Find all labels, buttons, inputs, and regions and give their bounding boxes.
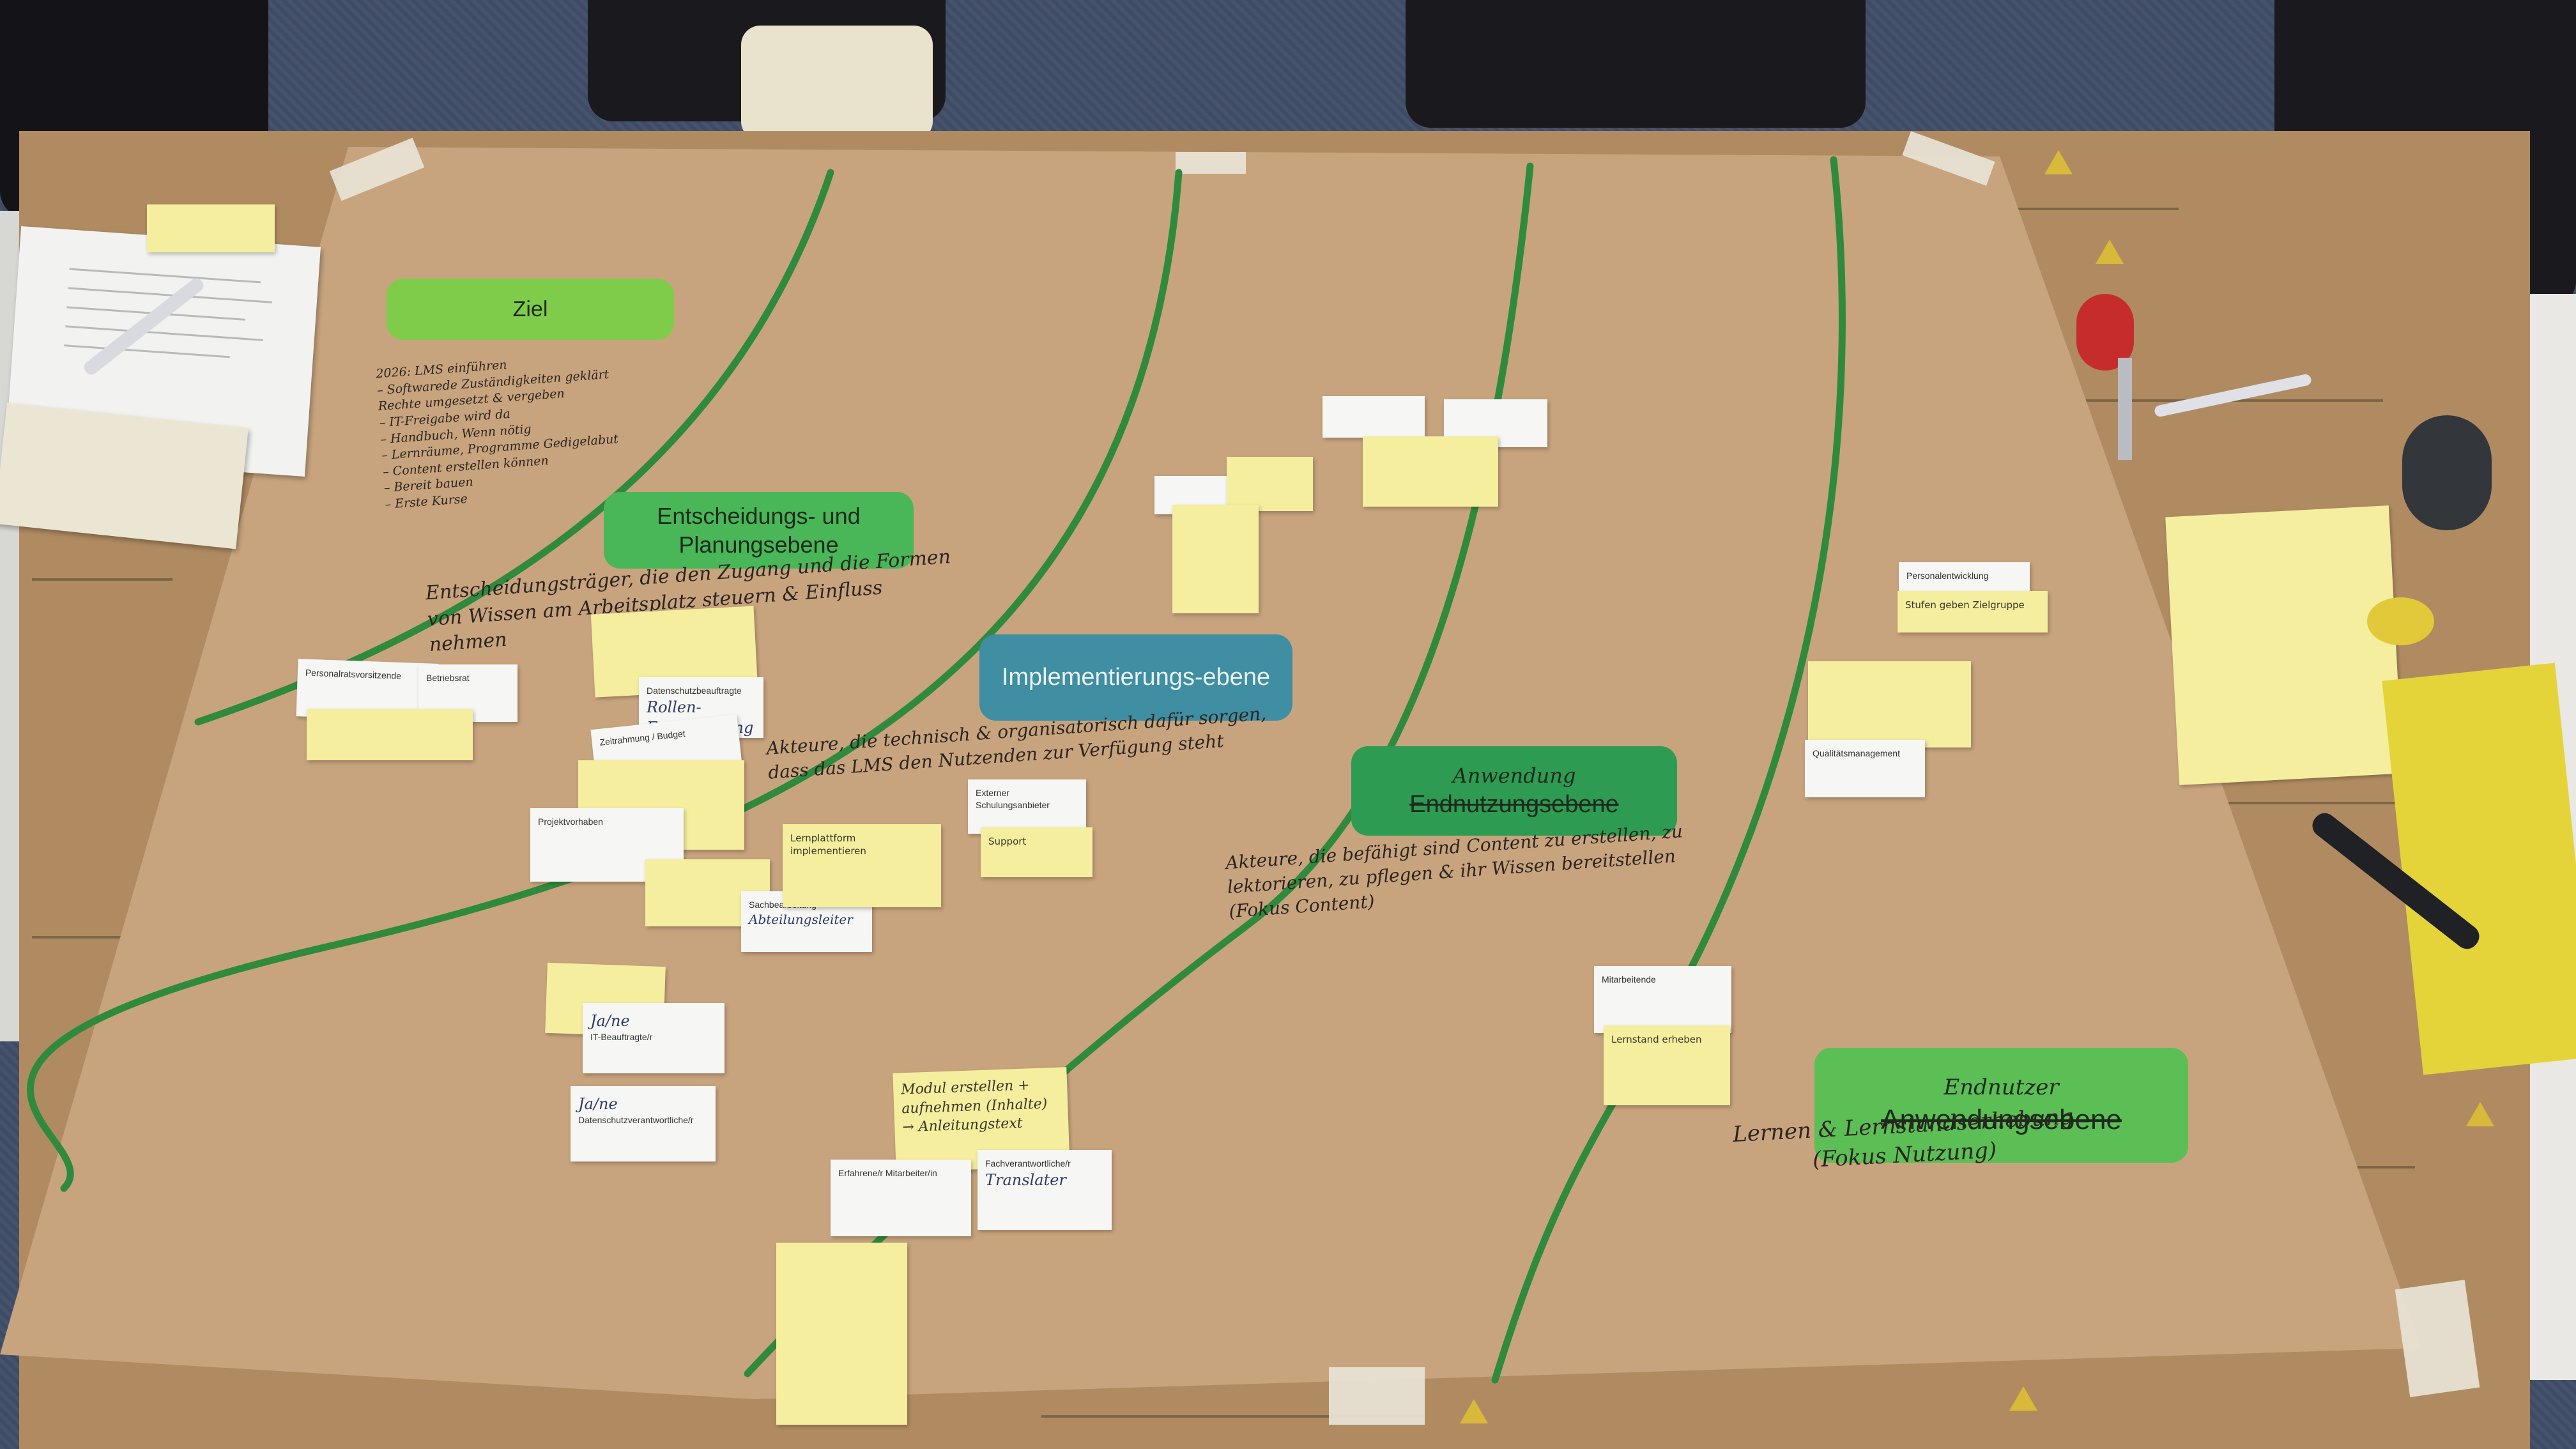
heading-decision-text: Entscheidungs- und Planungsebene bbox=[657, 503, 861, 558]
circuit-trace bbox=[32, 578, 172, 581]
sticky-note-text: Lernplattform implementieren bbox=[790, 832, 866, 857]
role-card: Ja/ne IT-Beauftragte/r bbox=[583, 1003, 724, 1073]
sticky-note-text: Modul erstellen + aufnehmen (Inhalte) → … bbox=[900, 1077, 1048, 1136]
sticky-note-text: Stufen geben Zielgruppe bbox=[1905, 599, 2025, 611]
paper-sheet-small bbox=[0, 402, 249, 549]
role-card-title: Mitarbeitende bbox=[1602, 974, 1656, 985]
heading-goal: Ziel bbox=[387, 279, 674, 340]
circuit-trace bbox=[1041, 1415, 1425, 1418]
role-card-title: Qualitätsmanagement bbox=[1813, 748, 1900, 758]
tape-roll bbox=[2367, 597, 2434, 645]
sticky-note bbox=[307, 709, 473, 760]
role-card-title: Erfahrene/r Mitarbeiter/in bbox=[838, 1168, 937, 1178]
heading-enduser-text: Anwendungsebene bbox=[1881, 1104, 2122, 1136]
role-card-handwriting: Ja/ne bbox=[590, 1012, 630, 1030]
bag bbox=[741, 26, 933, 141]
role-card-title: Fachverantwortliche/r bbox=[985, 1158, 1071, 1169]
separator-line-2 bbox=[27, 169, 1183, 1192]
role-card-title: Betriebsrat bbox=[426, 673, 470, 683]
scissors-blade bbox=[2118, 358, 2132, 460]
computer-mouse bbox=[2402, 415, 2492, 530]
sticky-note-text: Support bbox=[988, 836, 1027, 847]
sticky-note: Stufen geben Zielgruppe bbox=[1897, 591, 2048, 632]
role-card-handwriting: Translater bbox=[985, 1170, 1066, 1189]
role-card-title: Datenschutzverantwortliche/r bbox=[578, 1115, 694, 1126]
role-card: Qualitätsmanagement bbox=[1805, 740, 1925, 797]
separator-line-4 bbox=[1491, 156, 1846, 1384]
sticky-note bbox=[1172, 505, 1259, 613]
sticky-note: Lernstand erheben bbox=[1604, 1025, 1730, 1105]
role-card: Erfahrene/r Mitarbeiter/in bbox=[831, 1160, 971, 1236]
sticky-note: Lernplattform implementieren bbox=[783, 824, 941, 907]
sticky-note bbox=[776, 1243, 907, 1425]
role-card: Externer Schulungsanbieter bbox=[968, 779, 1086, 834]
role-card-title: Zeitrahmung / Budget bbox=[599, 728, 686, 747]
goal-handwritten-list: 2026: LMS einführen – Softwarede Zuständ… bbox=[375, 358, 619, 512]
heading-enduser-level: Endnutzer Anwendungsebene bbox=[1814, 1048, 2188, 1163]
sticky-note bbox=[1227, 457, 1313, 511]
masking-tape bbox=[1176, 152, 1246, 174]
circuit-trace bbox=[2128, 802, 2415, 804]
heading-implementation-level: Implementierungs-ebene bbox=[979, 634, 1292, 721]
masking-tape bbox=[1329, 1367, 1425, 1425]
role-card-title: IT-Beauftragte/r bbox=[590, 1032, 653, 1043]
sticky-note bbox=[1808, 661, 1971, 747]
heading-decision-level: Entscheidungs- und Planungsebene bbox=[604, 492, 914, 569]
heading-enduser-handwritten: Endnutzer bbox=[1943, 1074, 2059, 1100]
sticky-note: Support bbox=[981, 827, 1092, 877]
document-line bbox=[69, 268, 261, 284]
role-card: Fachverantwortliche/r Translater bbox=[977, 1150, 1112, 1230]
heading-use-text: Endnutzungsebene bbox=[1409, 790, 1619, 818]
role-card-title: Personalratsvorsitzende bbox=[305, 667, 402, 681]
circuit-trace bbox=[1987, 208, 2179, 210]
chair bbox=[1406, 0, 1866, 128]
role-card-title: Externer Schulungsanbieter bbox=[976, 788, 1050, 810]
role-card-title: Projektvorhaben bbox=[538, 816, 603, 827]
heading-use-handwritten: Anwendung bbox=[1452, 763, 1576, 788]
role-card-title: Personalentwicklung bbox=[1906, 571, 1989, 581]
document-line bbox=[65, 325, 263, 341]
circuit-trace bbox=[32, 936, 198, 939]
heading-use-level: Anwendung Endnutzungsebene bbox=[1351, 746, 1677, 836]
role-card-title: Datenschutzbeauftragte bbox=[647, 686, 742, 696]
role-card: Personalentwicklung bbox=[1899, 562, 2030, 593]
heading-implementation-text: Implementierungs-ebene bbox=[1001, 663, 1271, 691]
sticky-note-text: Lernstand erheben bbox=[1611, 1034, 1702, 1045]
role-card-handwriting: Abteilungsleiter bbox=[749, 911, 853, 927]
document-line bbox=[64, 344, 230, 358]
role-card: Ja/ne Datenschutzverantwortliche/r bbox=[571, 1086, 716, 1162]
role-card bbox=[1322, 396, 1425, 438]
role-card-handwriting: Ja/ne bbox=[578, 1095, 618, 1113]
sticky-note bbox=[1363, 436, 1498, 507]
sticky-note-pad bbox=[2165, 505, 2403, 785]
role-card: Mitarbeitende bbox=[1594, 966, 1731, 1033]
sticky-note-pad bbox=[147, 204, 275, 252]
heading-goal-text: Ziel bbox=[512, 296, 548, 321]
